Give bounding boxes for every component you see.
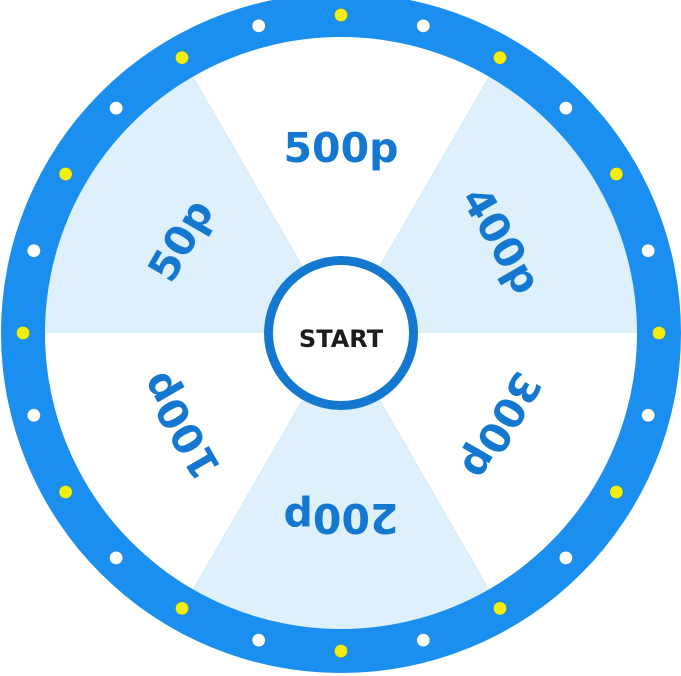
rim-light	[416, 18, 431, 33]
rim-light	[251, 18, 266, 33]
rim-light	[493, 50, 507, 65]
rim-light	[58, 167, 73, 181]
segment-prize-label: 500p	[284, 124, 399, 172]
rim-light	[26, 243, 41, 258]
rim-light	[334, 8, 348, 22]
rim-lights	[16, 8, 666, 658]
wheel-segment	[341, 333, 637, 590]
rim-light	[16, 326, 30, 340]
rim-light	[641, 408, 656, 423]
rim-light	[109, 550, 124, 565]
wheel-segment	[341, 76, 637, 333]
rim-light	[26, 408, 41, 423]
wheel-segments	[45, 37, 637, 629]
wheel-segment	[45, 333, 341, 590]
start-button-circle[interactable]	[264, 256, 418, 410]
rim-light	[652, 326, 666, 340]
wheel-segment	[193, 37, 489, 334]
rim-light	[109, 101, 124, 116]
rim-light	[609, 167, 624, 181]
rim-light	[558, 550, 573, 565]
rim-light	[251, 633, 266, 648]
rim-light	[175, 601, 189, 616]
segment-prize-label: 200p	[284, 494, 399, 542]
wheel-segment	[193, 333, 489, 629]
rim-light	[641, 243, 656, 258]
rim-light	[334, 644, 348, 658]
rim-light	[609, 485, 624, 499]
start-label: START	[299, 325, 384, 353]
rim-light	[58, 485, 73, 499]
wheel-segment	[45, 76, 341, 333]
rim-light	[558, 101, 573, 116]
rim-light	[493, 601, 507, 616]
start-button[interactable]: START	[264, 256, 418, 410]
rim-light	[416, 633, 431, 648]
rim-light	[175, 50, 189, 65]
